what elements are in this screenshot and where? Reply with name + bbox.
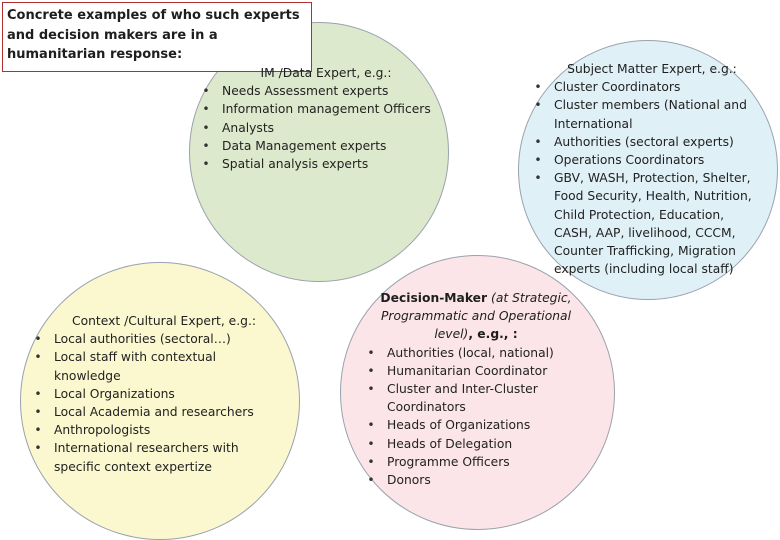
decision-maker-heading-tail: , e.g., : [468,327,518,342]
list-item: Cluster Coordinators [532,78,764,96]
decision-maker-heading: Decision-Maker (at Strategic, Programmat… [365,289,587,344]
list-item: Cluster members (National and Internatio… [532,96,764,132]
im-data-expert-block: IM /Data Expert, e.g.: Needs Assessment … [200,64,440,173]
list-item: Heads of Organizations [365,416,587,434]
title-line: Concrete examples of who such experts [7,8,300,23]
decision-maker-heading-level: (at Strategic, Programmatic and Operatio… [381,291,572,342]
list-item: Local staff with contextual knowledge [32,348,272,384]
list-item: Local Academia and researchers [32,403,272,421]
list-item: GBV, WASH, Protection, Shelter, Food Sec… [532,169,764,278]
list-item: Cluster and Inter-Cluster Coordinators [365,380,587,416]
list-item: Data Management experts [200,137,440,155]
im-data-expert-list: Needs Assessment experts Information man… [200,82,440,173]
list-item: Local Organizations [32,385,272,403]
context-cultural-expert-heading: Context /Cultural Expert, e.g.: [72,314,256,328]
list-item: International researchers with specific … [32,439,272,475]
list-item: Spatial analysis experts [200,155,440,173]
decision-maker-list: Authorities (local, national) Humanitari… [365,344,587,490]
list-item: Analysts [200,119,440,137]
context-cultural-expert-block: Context /Cultural Expert, e.g.: Local au… [32,312,272,476]
list-item: Anthropologists [32,421,272,439]
list-item: Authorities (sectoral experts) [532,133,764,151]
list-item: Programme Officers [365,453,587,471]
diagram-title: Concrete examples of who such experts an… [7,6,309,65]
list-item: Needs Assessment experts [200,82,440,100]
subject-matter-expert-block: Subject Matter Expert, e.g.: Cluster Coo… [532,60,764,278]
list-item: Heads of Delegation [365,435,587,453]
list-item: Donors [365,471,587,489]
list-item: Information management Officers [200,100,440,118]
list-item: Authorities (local, national) [365,344,587,362]
list-item: Humanitarian Coordinator [365,362,587,380]
subject-matter-expert-heading: Subject Matter Expert, e.g.: [567,62,737,76]
im-data-expert-heading: IM /Data Expert, e.g.: [260,66,392,80]
title-line: humanitarian response: [7,47,183,62]
context-cultural-expert-list: Local authorities (sectoral…) Local staf… [32,330,272,476]
title-box [2,2,312,72]
title-line: and decision makers are in a [7,27,218,43]
list-item: Local authorities (sectoral…) [32,330,272,348]
subject-matter-expert-list: Cluster Coordinators Cluster members (Na… [532,78,764,278]
list-item: Operations Coordinators [532,151,764,169]
decision-maker-heading-bold: Decision-Maker [380,291,488,305]
decision-maker-block: Decision-Maker (at Strategic, Programmat… [365,289,587,489]
